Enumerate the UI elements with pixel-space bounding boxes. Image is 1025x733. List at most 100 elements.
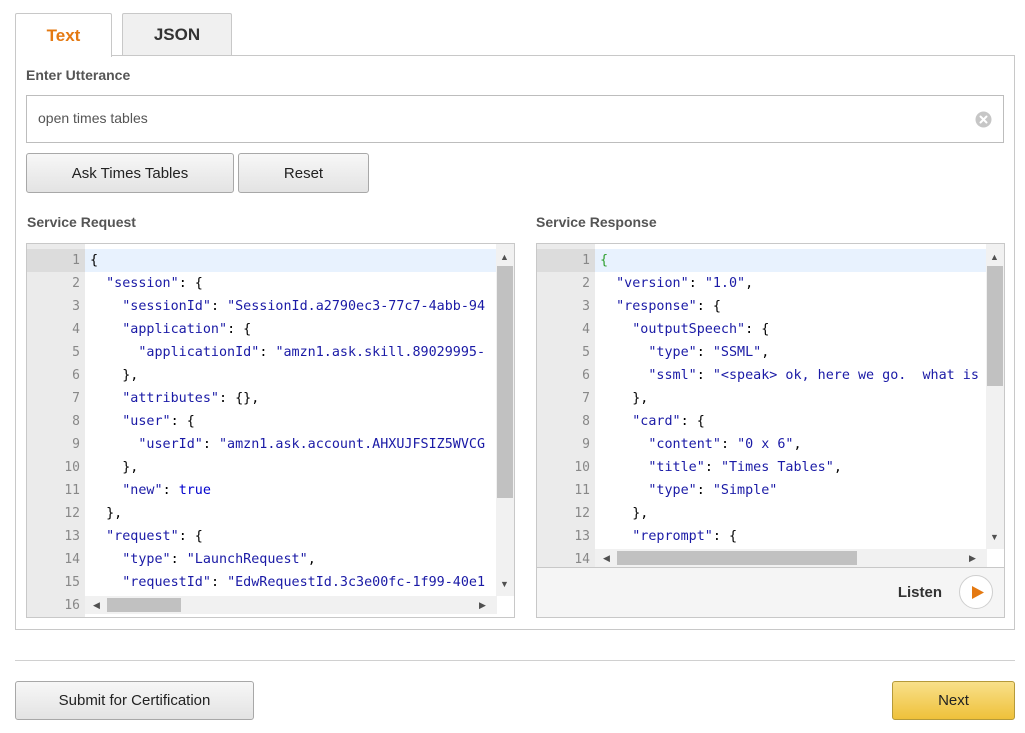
line-number: 6 — [72, 368, 80, 383]
utterance-label: Enter Utterance — [26, 67, 131, 83]
service-response-editor[interactable]: 1{2 "version": "1.0",3 "response": {4 "o… — [536, 243, 1005, 568]
utterance-input[interactable] — [38, 110, 938, 126]
code-text: "outputSpeech": { — [632, 322, 770, 337]
code-text: }, — [600, 506, 649, 521]
response-horizontal-scrollbar[interactable]: ◀ ▶ — [595, 549, 987, 567]
utterance-field[interactable] — [26, 95, 1004, 143]
code-text: }, — [90, 368, 139, 383]
response-vertical-scroll-thumb[interactable] — [987, 266, 1003, 386]
line-number-gutter — [537, 244, 595, 567]
code-text: { — [600, 253, 609, 268]
code-line: 1{ — [537, 249, 1004, 272]
request-horizontal-scrollbar[interactable]: ◀ ▶ — [85, 596, 497, 614]
code-line: 2 "version": "1.0", — [537, 272, 1004, 295]
code-text: "requestId": "EdwRequestId.3c3e00fc-1f99… — [122, 575, 486, 590]
code-text: "application": { — [122, 322, 252, 337]
line-number: 11 — [574, 483, 590, 498]
next-button[interactable]: Next — [892, 681, 1015, 720]
line-number: 6 — [582, 368, 590, 383]
reset-button[interactable]: Reset — [238, 153, 369, 193]
listen-play-button[interactable] — [959, 575, 993, 609]
code-line: 12 }, — [27, 502, 514, 525]
line-number: 4 — [72, 322, 80, 337]
line-number: 13 — [64, 529, 80, 544]
code-text: "user": { — [122, 414, 195, 429]
scroll-right-arrow-icon[interactable]: ▶ — [479, 600, 486, 610]
footer-divider — [15, 660, 1015, 661]
code-text: "card": { — [632, 414, 705, 429]
submit-for-certification-button[interactable]: Submit for Certification — [15, 681, 254, 720]
code-line: 3 "response": { — [537, 295, 1004, 318]
request-vertical-scrollbar[interactable]: ▲ ▼ — [496, 244, 514, 596]
listen-bar: Listen — [536, 567, 1005, 618]
line-number: 4 — [582, 322, 590, 337]
code-text: "type": "Simple" — [648, 483, 778, 498]
line-number: 11 — [64, 483, 80, 498]
line-number: 14 — [64, 552, 80, 567]
line-number: 14 — [574, 552, 590, 567]
line-number: 12 — [574, 506, 590, 521]
code-line: 10 "title": "Times Tables", — [537, 456, 1004, 479]
request-vertical-scroll-thumb[interactable] — [497, 266, 513, 498]
active-line-highlight — [85, 249, 496, 272]
active-line-highlight — [595, 249, 986, 272]
request-horizontal-scroll-thumb[interactable] — [107, 598, 181, 612]
scroll-down-arrow-icon[interactable]: ▼ — [500, 579, 509, 589]
code-line: 6 }, — [27, 364, 514, 387]
code-text: "ssml": "<speak> ok, here we go. what is — [648, 368, 979, 383]
code-text: }, — [90, 506, 123, 521]
line-number: 10 — [64, 460, 80, 475]
code-text: "userId": "amzn1.ask.account.AHXUJFSIZ5W… — [138, 437, 486, 452]
code-text: "reprompt": { — [632, 529, 738, 544]
code-text: "title": "Times Tables", — [648, 460, 842, 475]
code-line: 5 "applicationId": "amzn1.ask.skill.8902… — [27, 341, 514, 364]
code-line: 9 "content": "0 x 6", — [537, 433, 1004, 456]
code-line: 11 "new": true — [27, 479, 514, 502]
line-number: 7 — [582, 391, 590, 406]
line-number: 9 — [72, 437, 80, 452]
code-text: "session": { — [106, 276, 203, 291]
active-line-gutter — [537, 249, 595, 272]
code-line: 13 "request": { — [27, 525, 514, 548]
line-number: 12 — [64, 506, 80, 521]
code-text: }, — [600, 391, 649, 406]
response-horizontal-scroll-thumb[interactable] — [617, 551, 857, 565]
code-line: 2 "session": { — [27, 272, 514, 295]
code-text: "applicationId": "amzn1.ask.skill.890299… — [138, 345, 486, 360]
scroll-up-arrow-icon[interactable]: ▲ — [500, 252, 509, 262]
code-line: 8 "user": { — [27, 410, 514, 433]
line-number: 1 — [72, 253, 80, 268]
tab-text[interactable]: Text — [15, 13, 112, 57]
tab-json[interactable]: JSON — [122, 13, 232, 56]
scroll-left-arrow-icon[interactable]: ◀ — [93, 600, 100, 610]
scroll-left-arrow-icon[interactable]: ◀ — [603, 553, 610, 563]
line-number: 8 — [72, 414, 80, 429]
service-response-label: Service Response — [536, 214, 657, 230]
scroll-down-arrow-icon[interactable]: ▼ — [990, 532, 999, 542]
code-line: 15 "requestId": "EdwRequestId.3c3e00fc-1… — [27, 571, 514, 594]
scroll-up-arrow-icon[interactable]: ▲ — [990, 252, 999, 262]
code-line: 14 — [537, 548, 1004, 567]
code-line: 4 "outputSpeech": { — [537, 318, 1004, 341]
code-text: }, — [90, 460, 139, 475]
active-line-gutter — [27, 249, 85, 272]
code-text: "type": "SSML", — [648, 345, 770, 360]
code-text: { — [90, 253, 99, 268]
line-number: 8 — [582, 414, 590, 429]
line-number: 2 — [582, 276, 590, 291]
code-line: 6 "ssml": "<speak> ok, here we go. what … — [537, 364, 1004, 387]
code-line: 4 "application": { — [27, 318, 514, 341]
code-line: 8 "card": { — [537, 410, 1004, 433]
code-line: 12 }, — [537, 502, 1004, 525]
code-text: "type": "LaunchRequest", — [122, 552, 316, 567]
clear-icon[interactable] — [975, 111, 992, 128]
code-text: "sessionId": "SessionId.a2790ec3-77c7-4a… — [122, 299, 486, 314]
line-number: 7 — [72, 391, 80, 406]
ask-times-tables-button[interactable]: Ask Times Tables — [26, 153, 234, 193]
service-request-editor[interactable]: 1{2 "session": {3 "sessionId": "SessionI… — [26, 243, 515, 618]
response-vertical-scrollbar[interactable]: ▲ ▼ — [986, 244, 1004, 549]
code-line: 7 }, — [537, 387, 1004, 410]
line-number: 16 — [64, 598, 80, 613]
code-text: "response": { — [616, 299, 721, 314]
scroll-right-arrow-icon[interactable]: ▶ — [969, 553, 976, 563]
